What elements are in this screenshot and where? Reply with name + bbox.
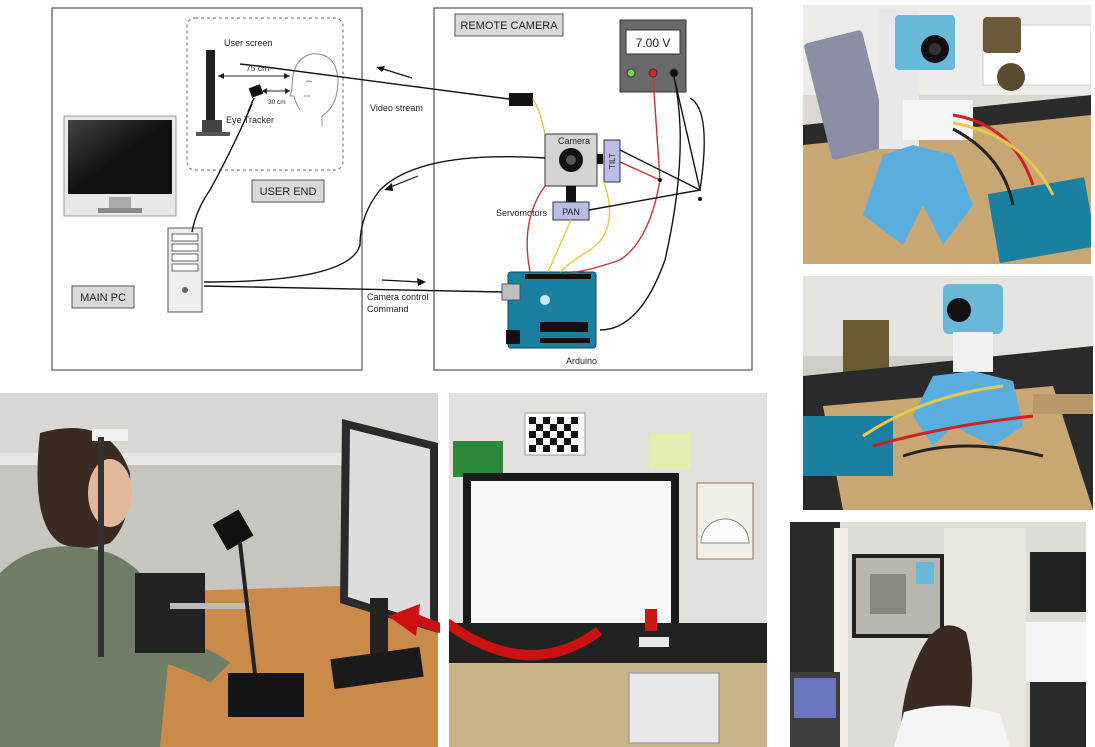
head-outline-icon [289,53,339,126]
remote-camera-label: REMOTE CAMERA [460,20,558,32]
arduino-label: Arduino [566,356,597,366]
tilt-servo-label: TILT [608,153,617,169]
user-screen-label: User screen [224,38,273,48]
remote-view-booth-photo [790,522,1086,747]
camera-signal-arrow [387,175,419,189]
pan-tilt-camera-side-photo [803,276,1093,510]
remote-view-booth-illustration [790,522,1086,747]
main-pc-label: MAIN PC [80,292,126,304]
camera-signal-arrow-head [384,183,393,191]
video-stream-arrow [379,67,413,79]
distance-30-label: 30 cm [268,99,286,106]
remote-scene-photo [449,393,767,747]
video-stream-arrow-head [376,66,385,72]
command-arrow [381,279,421,283]
pan-servo-label: PAN [562,207,580,217]
pan-tilt-camera-photo [803,5,1091,264]
pan-tilt-side-illustration [803,276,1093,510]
user-end-label: USER END [260,186,317,198]
camera-label: Camera [558,136,590,146]
gaze-control-arrow [449,618,602,660]
tilt-servo-box [603,139,621,183]
user-end-label-box [251,179,325,203]
system-diagram: MAIN PC User screen 75 cm 30 cm Eye Tr [0,0,790,385]
remote-camera-label-box [454,13,564,37]
remote-scene-illustration [449,393,767,747]
checkerboard-target [524,412,586,456]
pc-tower-icon [167,227,203,313]
camera-control-label: Camera control [367,292,429,302]
distance-75-label: 75 cm [246,63,269,73]
main-pc-label-box [71,285,135,309]
servomotors-label: Servomotors [496,208,548,218]
main-monitor-icon [63,115,177,217]
gaze-control-arrow-head [388,604,440,636]
system-diagram-svg: MAIN PC User screen 75 cm 30 cm Eye Tr [51,7,753,371]
voltmeter-reading: 7.00 V [636,36,671,50]
distance-75-arrow-right [284,73,290,79]
distance-75-arrow-left [218,73,224,79]
distance-30-arrow-right [285,88,290,94]
wire-junction-black [698,197,702,201]
user-eye-tracker-illustration [0,393,438,747]
distance-30-arrow-left [262,88,267,94]
command-arrow-head [417,278,426,286]
arduino-board-icon [501,271,597,349]
wire-junction-red [658,178,662,182]
user-eye-tracker-photo [0,393,438,747]
camera-unit-icon [544,133,598,202]
pan-tilt-camera-illustration [803,5,1091,264]
eye-tracker-label: Eye Tracker [226,115,274,125]
user-screen-icon [196,50,230,136]
video-stream-label: Video stream [370,103,423,113]
camera-tilt-joint [597,154,603,164]
cables [191,63,705,331]
command-label: Command [367,304,409,314]
video-stream-module-icon [509,93,533,106]
